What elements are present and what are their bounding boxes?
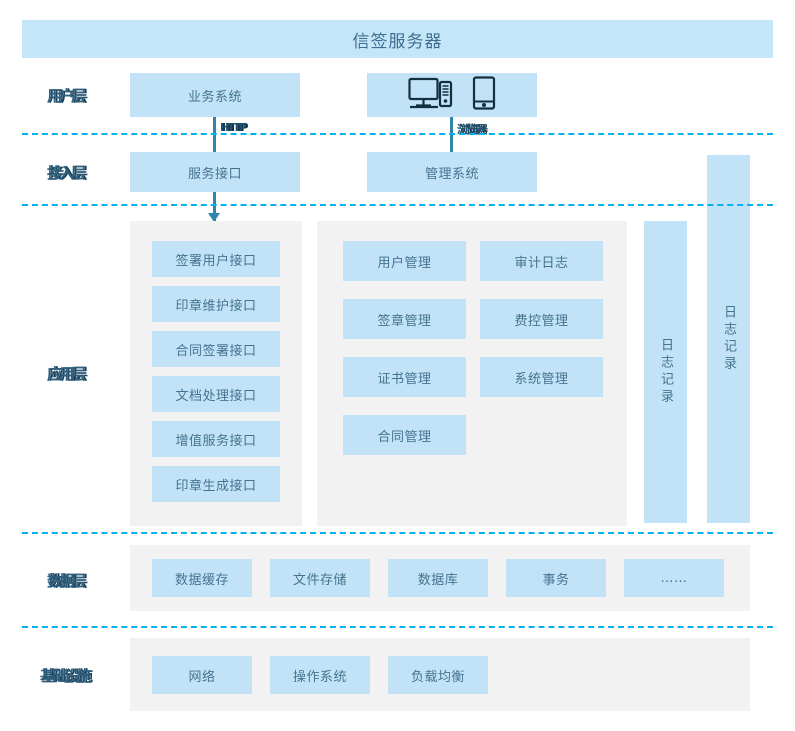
node-data-2[interactable]: 数据库	[388, 559, 488, 597]
connector-http-label: HTTP	[220, 121, 246, 134]
layer-label-application: 应用层	[47, 365, 86, 383]
layer-label-user: 用户层	[47, 87, 86, 105]
node-app-interface-0[interactable]: 签署用户接口	[152, 241, 280, 277]
panel-interface-group: 签署用户接口 印章维护接口 合同签署接口 文档处理接口 增值服务接口 印章生成接…	[130, 221, 302, 526]
connector-http-line	[213, 117, 216, 162]
divider-application-data	[22, 532, 773, 534]
connector-browser-label: 浏览器	[457, 123, 486, 136]
node-app-interface-1[interactable]: 印章维护接口	[152, 286, 280, 322]
device-icons-group	[408, 76, 496, 114]
node-app-management-3[interactable]: 合同管理	[343, 415, 466, 455]
node-infra-1[interactable]: 操作系统	[270, 656, 370, 694]
node-data-1[interactable]: 文件存储	[270, 559, 370, 597]
page-title: 信签服务器	[352, 31, 443, 52]
node-log-record-inner[interactable]: 日志记录	[644, 221, 687, 523]
node-app-management-2[interactable]: 证书管理	[343, 357, 466, 397]
layer-label-infrastructure: 基础设施	[40, 667, 91, 685]
node-infra-2[interactable]: 负载均衡	[388, 656, 488, 694]
desktop-computer-icon	[408, 76, 454, 114]
node-data-0[interactable]: 数据缓存	[152, 559, 252, 597]
node-app-audit-1[interactable]: 费控管理	[480, 299, 603, 339]
node-infra-0[interactable]: 网络	[152, 656, 252, 694]
node-business-system[interactable]: 业务系统	[130, 73, 300, 117]
node-management-system[interactable]: 管理系统	[367, 152, 537, 192]
connector-browser-line	[450, 117, 453, 162]
node-data-4[interactable]: ……	[624, 559, 724, 597]
layer-label-data: 数据层	[47, 572, 86, 590]
panel-data-layer: 数据缓存 文件存储 数据库 事务 ……	[130, 545, 750, 611]
node-app-audit-0[interactable]: 审计日志	[480, 241, 603, 281]
node-app-audit-2[interactable]: 系统管理	[480, 357, 603, 397]
panel-management-group: 用户管理 签章管理 证书管理 合同管理 审计日志 费控管理 系统管理	[317, 221, 627, 526]
node-log-record-outer[interactable]: 日志记录	[707, 155, 750, 523]
node-app-interface-2[interactable]: 合同签署接口	[152, 331, 280, 367]
panel-infrastructure-layer: 网络 操作系统 负载均衡	[130, 638, 750, 711]
connector-service-to-app-line	[213, 192, 216, 224]
smartphone-icon	[472, 76, 496, 114]
connector-service-to-app-arrowhead	[208, 213, 220, 222]
node-user-devices[interactable]	[367, 73, 537, 117]
node-app-interface-5[interactable]: 印章生成接口	[152, 466, 280, 502]
node-data-3[interactable]: 事务	[506, 559, 606, 597]
layer-label-access: 接入层	[47, 164, 86, 182]
divider-data-infrastructure	[22, 626, 773, 628]
node-app-interface-3[interactable]: 文档处理接口	[152, 376, 280, 412]
node-app-management-1[interactable]: 签章管理	[343, 299, 466, 339]
diagram-title-bar: 信签服务器	[22, 20, 773, 58]
divider-access-application	[22, 204, 773, 206]
divider-user-access	[22, 133, 773, 135]
node-service-interface[interactable]: 服务接口	[130, 152, 300, 192]
node-app-interface-4[interactable]: 增值服务接口	[152, 421, 280, 457]
node-app-management-0[interactable]: 用户管理	[343, 241, 466, 281]
